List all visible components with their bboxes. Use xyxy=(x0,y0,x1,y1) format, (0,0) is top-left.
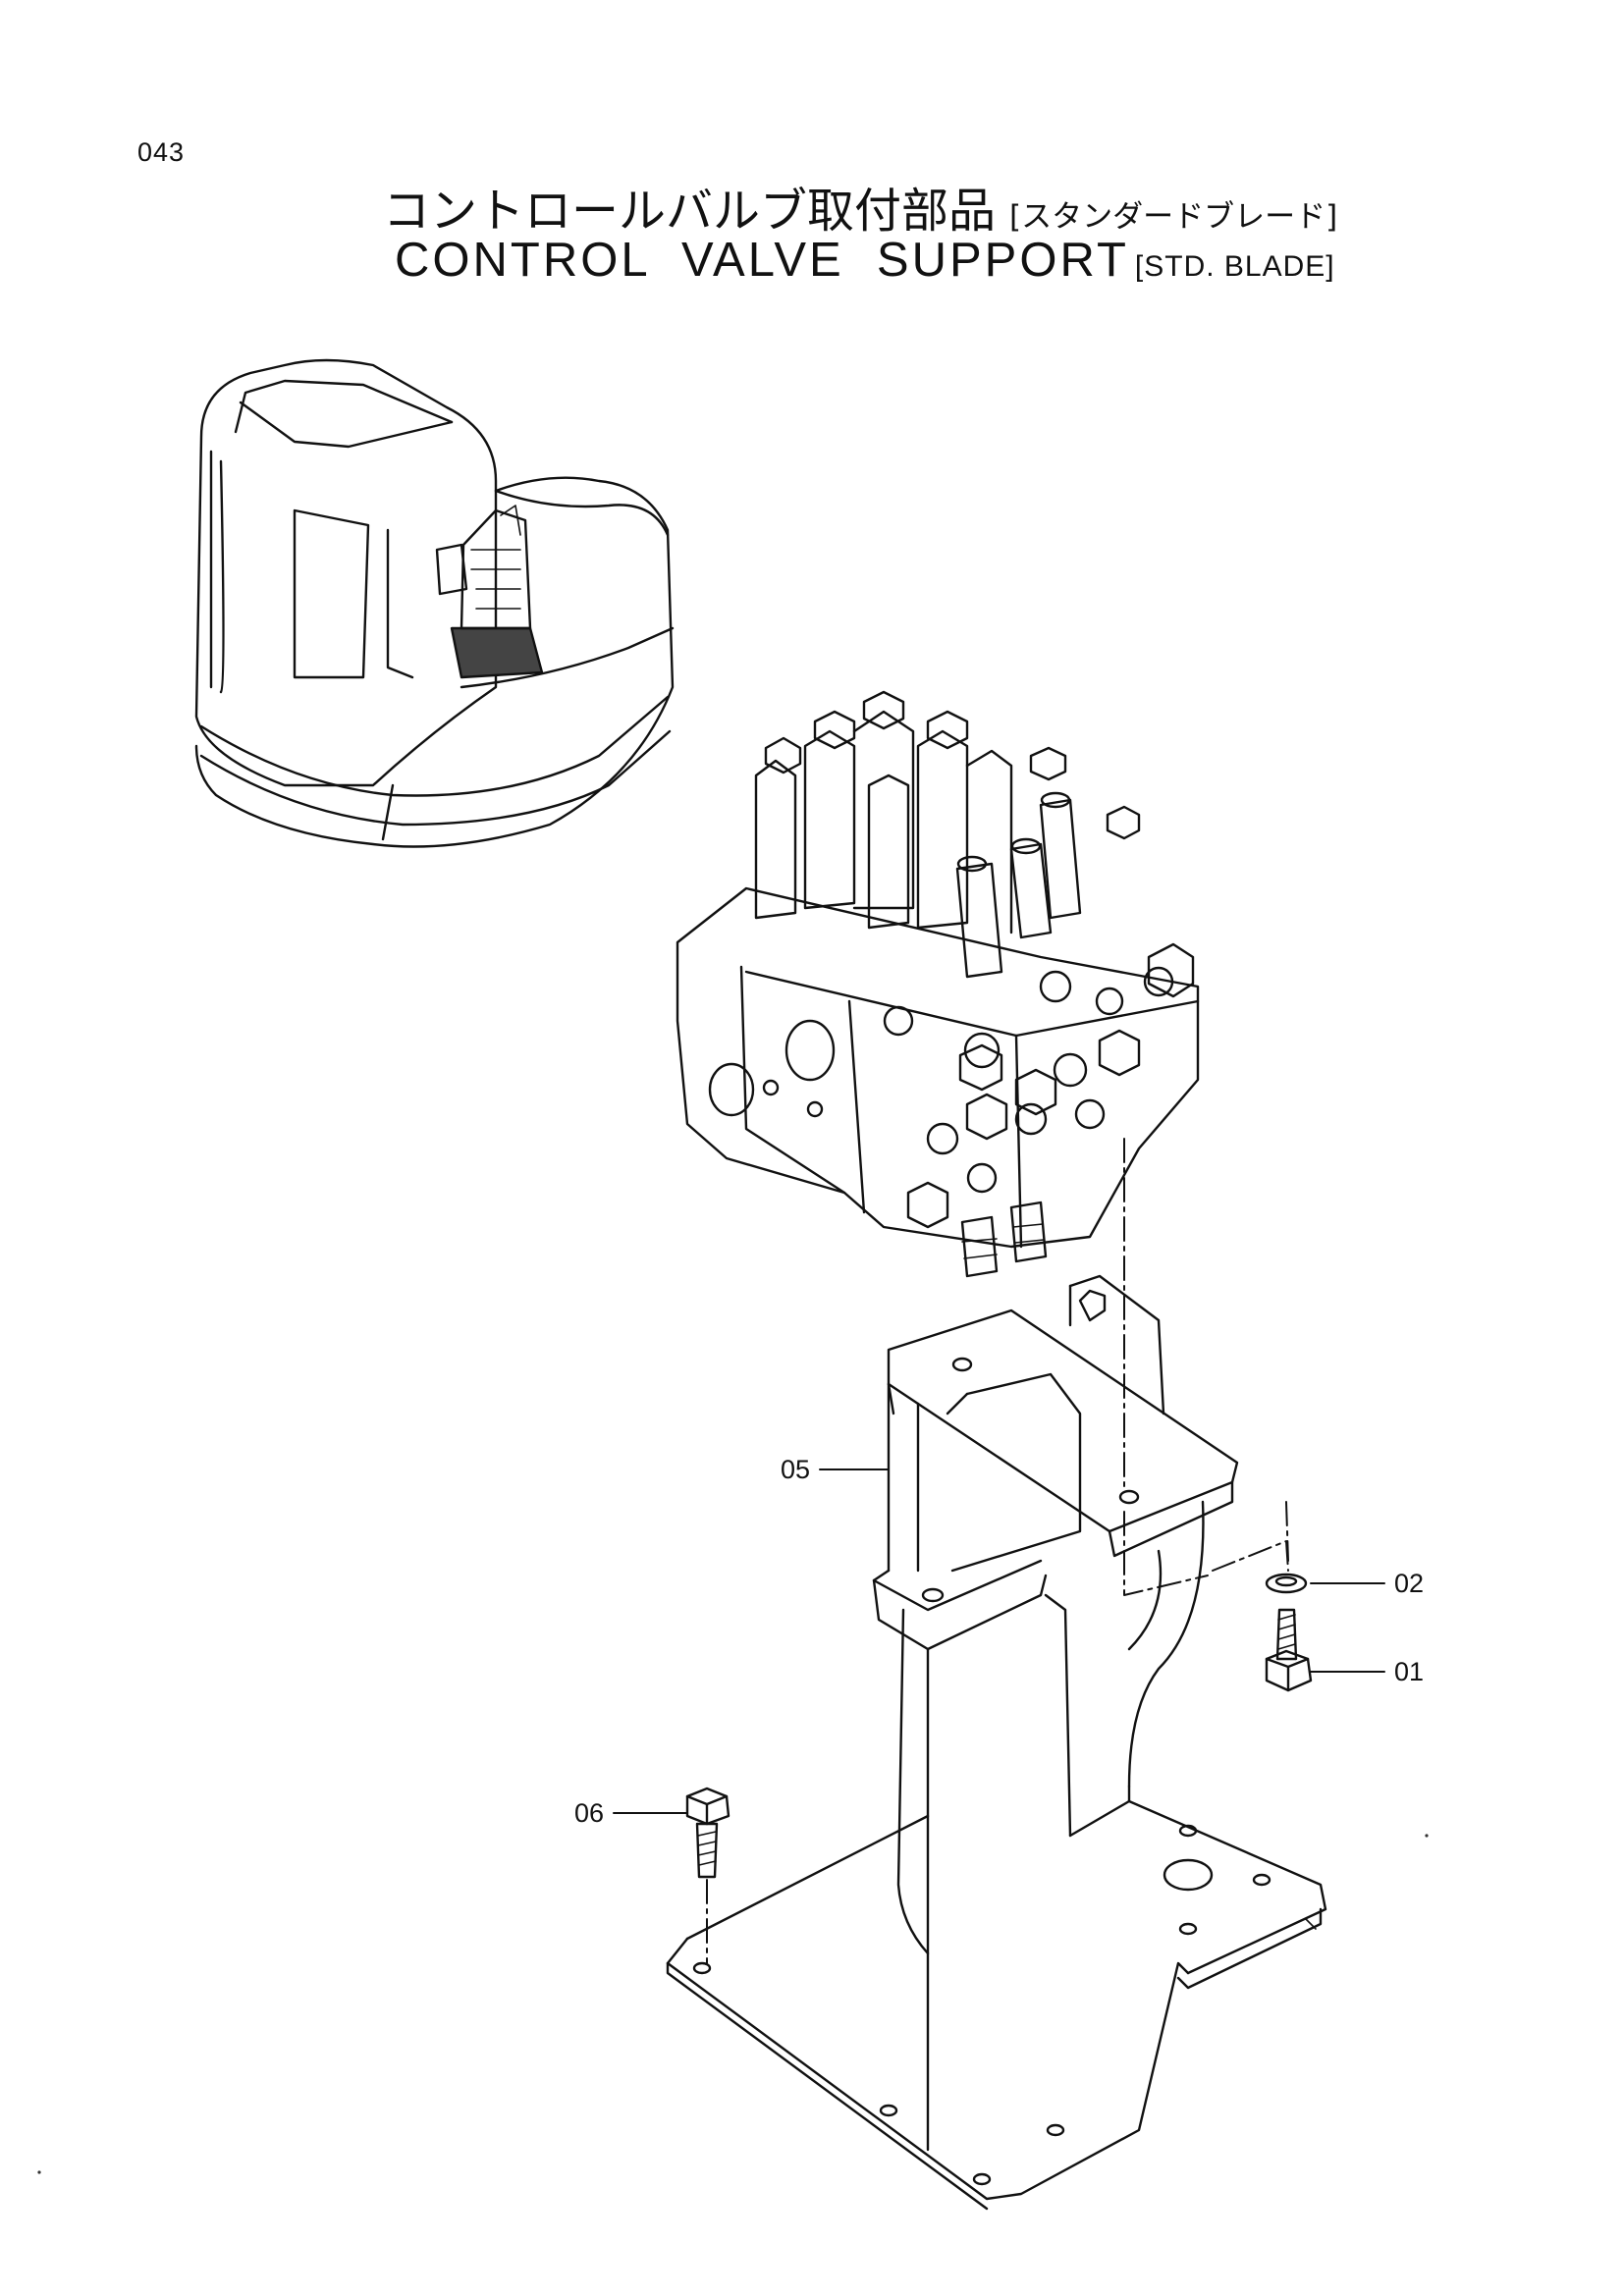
part-02-spring-washer xyxy=(1265,1573,1308,1594)
title-en-main: CONTROL VALVE SUPPORT xyxy=(395,234,1129,287)
title-jp-main: コントロールバルブ取付部品 xyxy=(383,184,997,239)
page-number: 043 xyxy=(137,137,186,167)
assembly-phantom-lines xyxy=(706,1138,1289,1964)
title-english: CONTROL VALVE SUPPORT[STD. BLADE] xyxy=(395,233,1335,288)
callout-06: 06 xyxy=(574,1798,604,1828)
callout-05: 05 xyxy=(781,1455,810,1484)
callout-01: 01 xyxy=(1394,1657,1424,1686)
part-06-hex-bolt xyxy=(685,1787,730,1879)
machine-overview-illustration xyxy=(194,358,675,848)
title-jp-sub: [スタンダードブレード] xyxy=(1009,199,1338,235)
speck-mark xyxy=(1425,1834,1429,1838)
control-valve-assembly xyxy=(676,690,1200,1278)
title-japanese: コントロールバルブ取付部品 [スタンダードブレード] xyxy=(383,172,1337,240)
part-01-hex-bolt xyxy=(1265,1608,1313,1692)
title-en-sub: [STD. BLADE] xyxy=(1134,250,1335,283)
speck-mark xyxy=(37,2170,41,2174)
callout-leader-lines xyxy=(613,1468,1385,1814)
callout-02: 02 xyxy=(1394,1569,1424,1598)
part-05-valve-support-bracket xyxy=(666,1274,1327,2211)
